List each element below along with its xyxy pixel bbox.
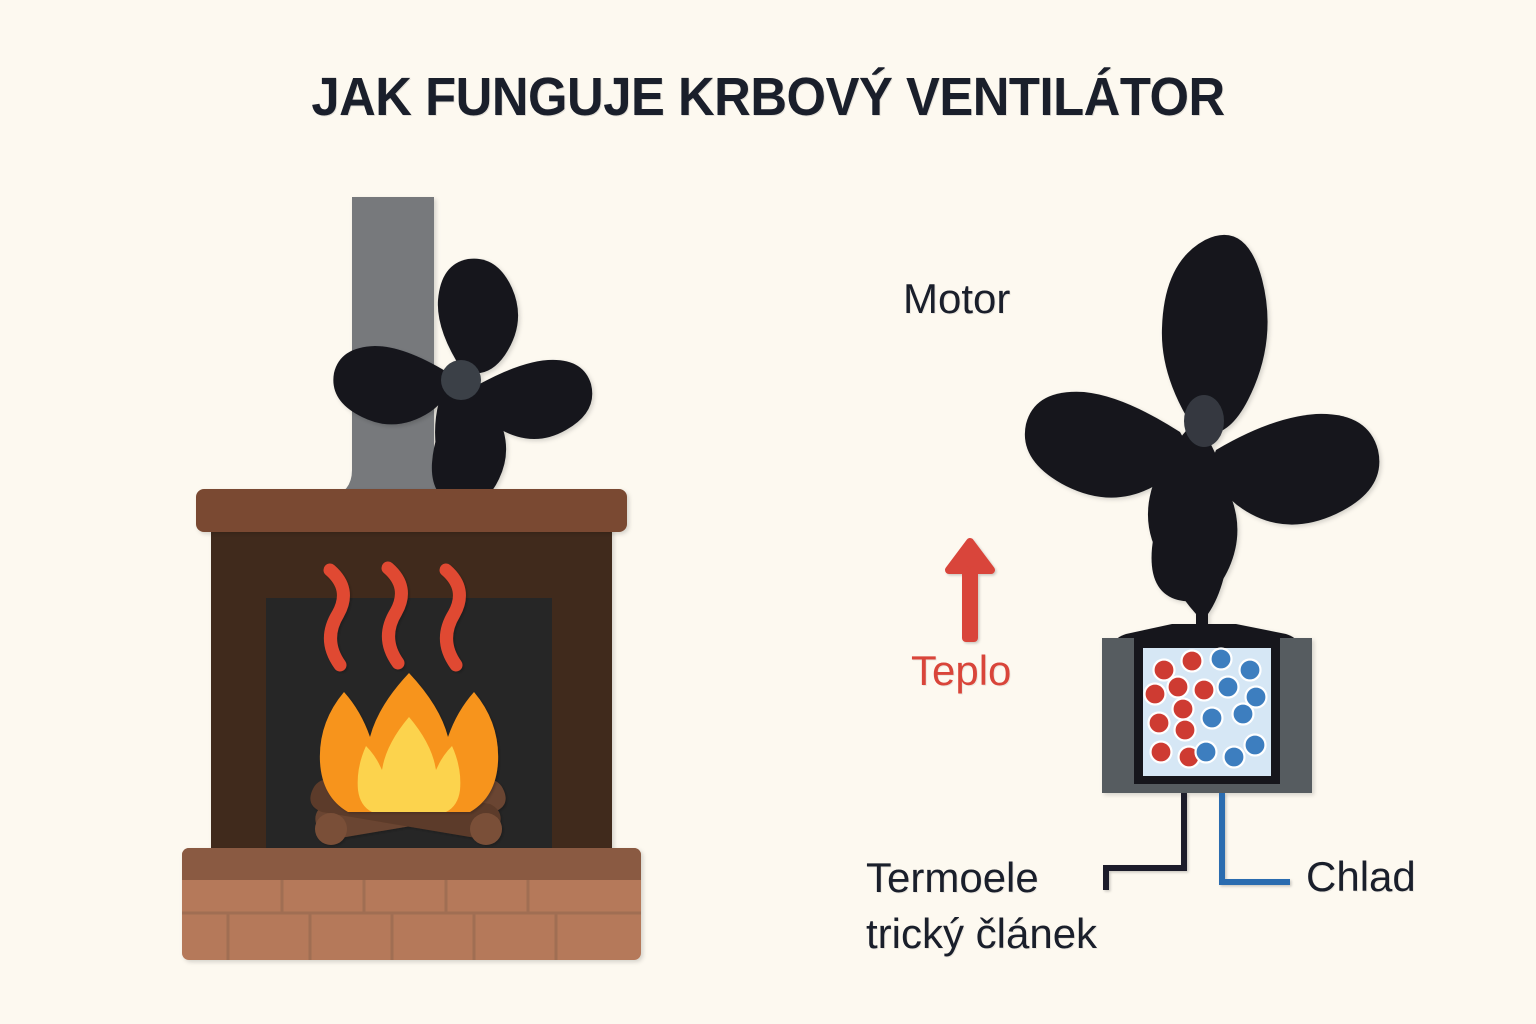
label-cold: Chlad xyxy=(1306,853,1416,900)
label-thermoelectric-line1: Termoele xyxy=(866,854,1039,901)
chimney xyxy=(330,197,452,498)
flame-inner xyxy=(357,717,461,812)
cold-side-dots xyxy=(1194,647,1268,769)
page-title: JAK FUNGUJE KRBOVÝ VENTILÁTOR xyxy=(311,67,1225,127)
label-heat: Teplo xyxy=(911,647,1012,694)
label-thermoelectric-line2: trický článek xyxy=(866,910,1098,957)
left-scene-fireplace xyxy=(182,197,641,960)
thermoelectric-leader-line xyxy=(1103,793,1187,890)
heat-squiggle-2 xyxy=(381,561,408,670)
right-scene-fan-diagram xyxy=(945,234,1380,890)
brick-hearth xyxy=(182,848,641,960)
stove-fan-left xyxy=(333,258,593,520)
label-motor: Motor xyxy=(903,275,1011,322)
thermoelectric-module xyxy=(1102,638,1312,793)
heat-squiggles xyxy=(323,561,466,672)
stove-fan-right xyxy=(1024,234,1380,660)
hot-side-dots xyxy=(1143,649,1216,769)
cold-leader-line xyxy=(1219,793,1290,885)
heat-squiggle-1 xyxy=(323,563,350,672)
heat-arrow xyxy=(945,538,995,642)
heat-squiggle-3 xyxy=(439,563,466,672)
mantel xyxy=(196,489,627,532)
flame xyxy=(319,673,499,812)
fan-blades-right xyxy=(1024,234,1380,602)
fan-blades-left xyxy=(333,258,593,506)
